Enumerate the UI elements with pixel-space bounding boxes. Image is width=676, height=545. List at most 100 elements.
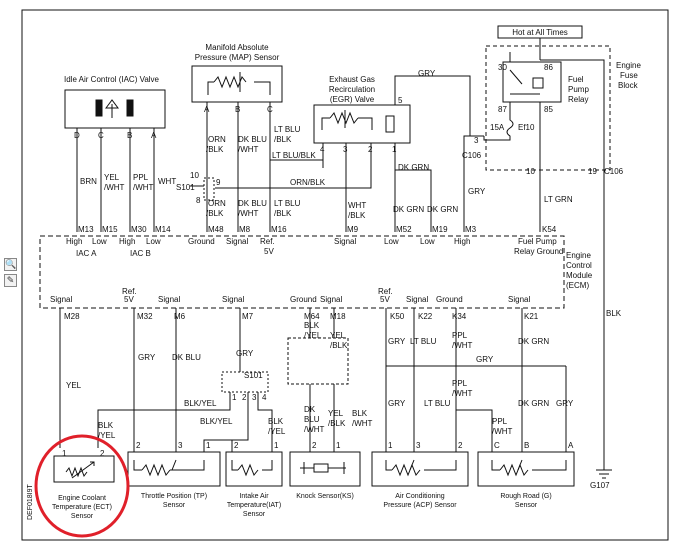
wire-blk-yel-1: BLK — [98, 421, 114, 430]
label-m13: High — [66, 237, 82, 246]
pin-k34: K34 — [452, 312, 467, 321]
magnifier-icon[interactable]: 🔍 — [4, 258, 17, 271]
wire-brn: BRN — [80, 177, 97, 186]
rr-pin-c: C — [494, 441, 500, 450]
wire-gry-acp-2: GRY — [388, 399, 406, 408]
wire-ppl-wht-5: PPL — [452, 379, 468, 388]
wire-dk-3: /WHT — [304, 425, 325, 434]
wire-gry-tp: GRY — [138, 353, 156, 362]
rr-pin-a: A — [568, 441, 574, 450]
wire-yel-wht-2: /WHT — [104, 183, 125, 192]
pin-m16: M16 — [271, 225, 287, 234]
label-m3: High — [454, 237, 470, 246]
wire-ppl-wht-7: PPL — [492, 417, 508, 426]
pin-m30: M30 — [131, 225, 147, 234]
pin-k22: K22 — [418, 312, 433, 321]
ect-title-2: Temperature (ECT) — [52, 504, 112, 511]
pin-m14: M14 — [155, 225, 171, 234]
label-m14: Low — [146, 237, 161, 246]
tp-pin-3: 3 — [178, 441, 183, 450]
ect-pin-2: 2 — [100, 449, 105, 458]
side-code: DEF018I9T — [27, 483, 34, 520]
pin-m18: M18 — [330, 312, 346, 321]
wire-gry-m3: GRY — [468, 187, 486, 196]
wire-blk-yel-4: /YEL — [268, 427, 286, 436]
acp-title-2: Pressure (ACP) Sensor — [383, 502, 457, 509]
pin-m7: M7 — [242, 312, 254, 321]
wire-yel-blk-3: YEL — [328, 409, 344, 418]
map-pin-b: B — [235, 105, 240, 114]
tp-title-2: Sensor — [163, 502, 186, 509]
ect-title-1: Engine Coolant — [58, 495, 106, 502]
pin-k50: K50 — [390, 312, 405, 321]
pencil-icon[interactable]: ✎ — [4, 274, 17, 287]
wire-ppl-wht-3: PPL — [452, 331, 468, 340]
wire-blk-yel-5: BLK — [304, 321, 320, 330]
s101-bottom-label: S101 — [244, 371, 263, 380]
wire-dkblu-wht-3: DK BLU — [238, 199, 267, 208]
wire-gry-rr: GRY — [556, 399, 574, 408]
ecm-line3: Module — [566, 271, 593, 280]
ecm-line1: Engine — [566, 251, 591, 260]
label-k22: Signal — [406, 295, 428, 304]
s101-pin-4: 4 — [262, 393, 267, 402]
wire-ltblu-2: LT BLU — [424, 399, 451, 408]
pin-m15: M15 — [102, 225, 118, 234]
egr-title-1: Exhaust Gas — [329, 75, 375, 84]
fuse-block-line3: Block — [618, 81, 639, 90]
wire-yel: YEL — [66, 381, 82, 390]
ecm-bottom-pins: Signal Ref. 5V Signal Signal Ground Sign… — [50, 287, 539, 321]
wire-blk-yel-h1: BLK/YEL — [184, 399, 217, 408]
relay-pin-87: 87 — [498, 105, 507, 114]
wire-blk-yel-3: BLK — [268, 417, 284, 426]
wire-orn-blk-4: /BLK — [206, 209, 224, 218]
iat-pin-1: 1 — [274, 441, 279, 450]
label-iac-a: IAC A — [76, 249, 97, 258]
iac-pin-c: C — [98, 131, 104, 140]
fuse-block-line1: Engine — [616, 61, 641, 70]
wire-dkgrn-2: DK GRN — [393, 205, 424, 214]
ecm-top-pins: M13 M15 M30 M14 M48 M8 M16 M9 M52 M19 M3… — [66, 225, 563, 258]
wire-ppl-wht-6: /WHT — [452, 389, 473, 398]
relay-line2: Pump — [568, 85, 589, 94]
ks-title: Knock Sensor(KS) — [296, 493, 354, 500]
wire-ltblu-blk-3: LT BLU — [274, 199, 301, 208]
wire-yel-blk-1: YEL — [330, 331, 346, 340]
rr-title-1: Rough Road (G) — [500, 493, 551, 500]
acp-pin-1: 1 — [388, 441, 393, 450]
wire-ppl-wht-4: /WHT — [452, 341, 473, 350]
pin-m19: M19 — [432, 225, 448, 234]
rr-pin-b: B — [524, 441, 529, 450]
c106-a-label: C106 — [462, 151, 482, 160]
wire-wht: WHT — [158, 177, 176, 186]
wire-yel-blk-2: /BLK — [330, 341, 348, 350]
label-iac-b: IAC B — [130, 249, 151, 258]
hot-at-all-times-label: Hot at All Times — [512, 28, 568, 37]
wire-gry-acp: GRY — [388, 337, 406, 346]
label-k21: Signal — [508, 295, 530, 304]
label-m19: Low — [420, 237, 435, 246]
wire-blk: BLK — [606, 309, 622, 318]
iat-title-1: Intake Air — [239, 493, 269, 500]
pin-m13: M13 — [78, 225, 94, 234]
tp-pin-1: 1 — [206, 441, 211, 450]
wire-gry-top: GRY — [418, 69, 436, 78]
wire-dkblu-wht-4: /WHT — [238, 209, 259, 218]
label-m16: Ref. — [260, 237, 275, 246]
iat-pin-2: 2 — [234, 441, 239, 450]
s101-top-pin-8: 8 — [196, 196, 201, 205]
map-title-1: Manifold Absolute — [205, 43, 269, 52]
wire-wht-blk-2: /BLK — [348, 211, 366, 220]
wire-ltblu-blk-1: LT BLU — [274, 125, 301, 134]
label-ref-b: Ref. — [378, 287, 393, 296]
label-relay-ground: Relay Ground — [514, 247, 563, 256]
wire-wht-blk-1: WHT — [348, 201, 366, 210]
label-m32: 5V — [124, 295, 134, 304]
wire-ltblu-1: LT BLU — [410, 337, 437, 346]
wire-blk-yel-6: /YEL — [304, 331, 322, 340]
egr-title-3: (EGR) Valve — [330, 95, 375, 104]
label-m64: Ground — [290, 295, 317, 304]
s101-top-pin-9: 9 — [216, 178, 221, 187]
wire-yel-wht-1: YEL — [104, 173, 120, 182]
